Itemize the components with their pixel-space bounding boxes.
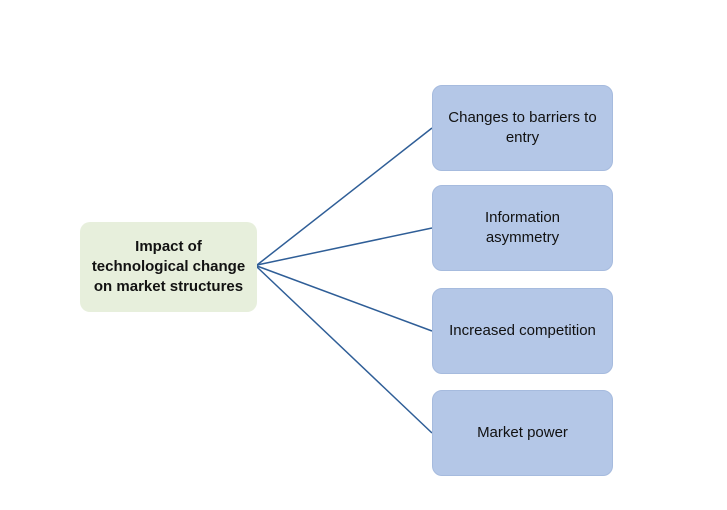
connector-line-market-power bbox=[256, 266, 433, 434]
connector-line-asymmetry bbox=[256, 227, 433, 266]
node-information-asymmetry: Information asymmetry bbox=[432, 185, 613, 271]
node-label-market-power: Market power bbox=[477, 423, 568, 441]
node-label-competition: Increased competition bbox=[449, 321, 596, 339]
root-node-impact: Impact of technological change on market… bbox=[80, 222, 257, 312]
node-label-barriers: Changes to barriers to entry bbox=[448, 108, 597, 146]
connector-line-barriers bbox=[256, 127, 433, 266]
node-label-asymmetry: Information asymmetry bbox=[484, 208, 561, 246]
node-market-power: Market power bbox=[432, 390, 613, 476]
root-node-label: Impact of technological change on market… bbox=[91, 237, 246, 296]
node-increased-competition: Increased competition bbox=[432, 288, 613, 374]
connector-line-competition bbox=[256, 265, 433, 332]
node-barriers-to-entry: Changes to barriers to entry bbox=[432, 85, 613, 171]
